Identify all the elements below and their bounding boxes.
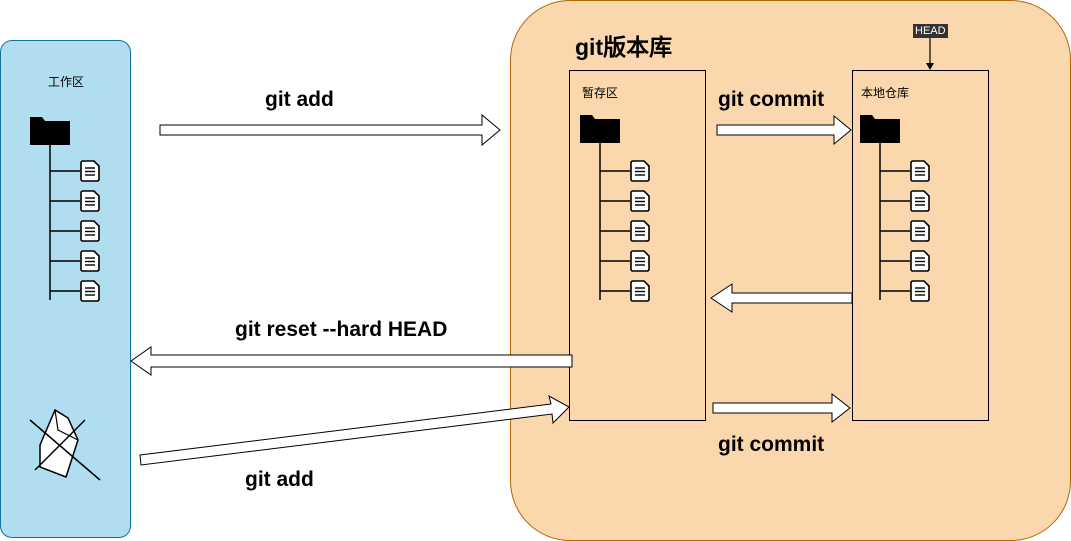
arrow-git-add-top: [159, 113, 501, 147]
workdir-file-icons: [80, 160, 100, 302]
git-add-bottom-label: git add: [245, 468, 314, 491]
git-add-top-label: git add: [265, 88, 334, 111]
local-tree: [879, 143, 910, 300]
staging-tree: [599, 143, 630, 300]
head-pointer-label: HEAD: [913, 24, 948, 38]
git-reset-label: git reset --hard HEAD: [235, 318, 448, 341]
working-directory-label: 工作区: [48, 75, 85, 89]
local-repository-label: 本地仓库: [861, 86, 910, 100]
staging-area-panel: [569, 70, 706, 421]
repository-title: git版本库: [575, 34, 673, 60]
arrow-git-add-bottom: [139, 395, 570, 466]
deleted-file-icon: [29, 408, 101, 481]
head-pointer-arrow: [926, 38, 934, 70]
arrow-git-commit-bottom: [712, 392, 851, 424]
git-commit-top-label: git commit: [718, 88, 825, 111]
staging-area-label: 暂存区: [582, 86, 619, 100]
local-repository-panel: [852, 70, 989, 421]
arrow-git-commit-top: [716, 114, 852, 146]
staging-folder-icon: [580, 115, 620, 143]
local-folder-icon: [860, 115, 900, 143]
arrow-checkout-back: [710, 283, 853, 313]
workdir-folder-icon: [30, 117, 70, 145]
git-commit-bottom-label: git commit: [718, 433, 825, 456]
local-file-icons: [910, 160, 930, 302]
git-repository-container: [510, 0, 1071, 541]
staging-file-icons: [630, 160, 650, 302]
workdir-tree: [49, 145, 80, 300]
arrow-git-reset: [130, 346, 573, 376]
